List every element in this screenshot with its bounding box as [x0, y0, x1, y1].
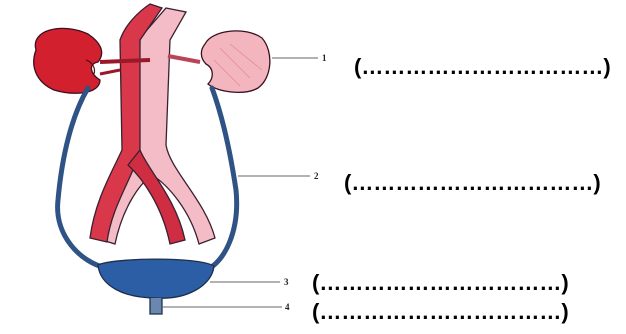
label-number-2: 2: [314, 171, 319, 181]
answer-blank-1[interactable]: (……………………………): [354, 56, 611, 78]
label-number-1: 1: [322, 53, 327, 63]
left-kidney: [34, 28, 102, 93]
bladder: [98, 259, 214, 314]
aorta: [90, 4, 185, 244]
label-number-4: 4: [285, 302, 290, 312]
right-kidney: [201, 31, 270, 92]
answer-blank-3[interactable]: (……………………………): [312, 272, 569, 294]
answer-blank-4[interactable]: (……………………………): [312, 301, 569, 323]
answer-blank-2[interactable]: (……………………………): [344, 172, 601, 194]
label-number-3: 3: [284, 277, 289, 287]
